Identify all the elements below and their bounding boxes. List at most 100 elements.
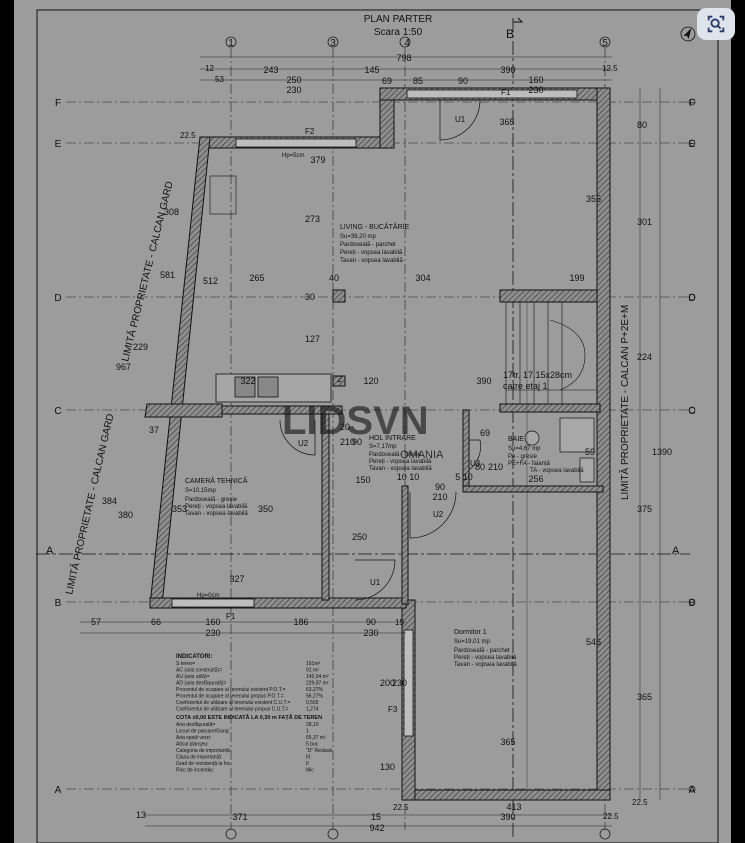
indicator-value: III bbox=[306, 755, 310, 761]
indicator-value: 1,274 bbox=[306, 707, 319, 713]
dormitor-room-name: Dormitor 1 bbox=[454, 629, 487, 636]
grid-row-E-right: E bbox=[689, 139, 696, 150]
dim-i-90: 90 bbox=[352, 437, 362, 447]
dim-bot-22-5-left: 22.5 bbox=[393, 803, 409, 812]
dim-bot-13: 13 bbox=[136, 810, 146, 820]
baie-room-ceiling: TA - vopsea lavabilă bbox=[530, 468, 584, 474]
dim-i-90b: 90 bbox=[435, 482, 445, 492]
dim-r-224: 224 bbox=[637, 352, 652, 362]
indicator-label: S teren= bbox=[176, 661, 195, 667]
dim-l-37: 37 bbox=[149, 425, 159, 435]
indicator-value: 56,27% bbox=[306, 694, 324, 700]
baie-room-floor: PA - gresie bbox=[508, 454, 538, 460]
baie-room-name: BAIE bbox=[508, 436, 524, 443]
dim-l-308: 308 bbox=[164, 207, 179, 217]
dim-i-512: 512 bbox=[203, 276, 218, 286]
dim-top-250: 250 bbox=[286, 75, 301, 85]
dim-i-322: 322 bbox=[240, 376, 255, 386]
kitchen-counter bbox=[215, 373, 332, 403]
dim-i-130: 130 bbox=[380, 762, 395, 772]
watermark-sub: OMANIA bbox=[400, 449, 444, 461]
section-arrow-b-icon bbox=[513, 17, 524, 23]
dim-b-57: 57 bbox=[91, 617, 101, 627]
window-f3-label: F3 bbox=[388, 705, 398, 714]
door-u1-top-label: U1 bbox=[455, 115, 466, 124]
camera-room-ceiling: Tavan - vopsea lavabilă bbox=[185, 511, 248, 517]
window-f1-bottom-label: F1 bbox=[226, 612, 236, 621]
dim-b-66: 66 bbox=[151, 617, 161, 627]
grid-bubbles bbox=[225, 36, 696, 840]
living-room-walls: Pereți - vopsea lavabilă bbox=[340, 250, 403, 256]
dim-l-22-5: 22.5 bbox=[180, 131, 196, 140]
indicator-value: 63,27% bbox=[306, 687, 324, 693]
hp-top-label: Hp=5cm bbox=[282, 153, 305, 159]
indicator-label: Locuri de parcare/Garaj: bbox=[176, 729, 230, 735]
door-u1-bottom-label: U1 bbox=[370, 578, 381, 587]
door-u2-left-label: U2 bbox=[298, 439, 309, 448]
dim-i-355: 355 bbox=[586, 194, 601, 204]
dim-i-10-10: 10 10 bbox=[397, 472, 420, 482]
indicator-label: AD (aria desfășurată)= bbox=[176, 681, 227, 687]
watermark: LIDSVN bbox=[282, 399, 429, 443]
dim-bot-390: 390 bbox=[500, 812, 515, 822]
living-room-ceiling: Tavan - vopsea lavabilă bbox=[340, 258, 403, 264]
indicator-label: AC (aria construită)= bbox=[176, 668, 222, 674]
dim-l-380: 380 bbox=[118, 510, 133, 520]
grid-col-4: 4 bbox=[404, 38, 410, 49]
indicator-label: Aria spații verzi: bbox=[176, 735, 211, 741]
living-room-floor: Pardoseală - parchet bbox=[340, 242, 396, 248]
dim-i-2: 2 bbox=[337, 374, 342, 384]
dim-i-353: 353 bbox=[172, 504, 187, 514]
baie-room-area: Su=4,67 mp bbox=[508, 446, 541, 452]
zoom-button[interactable] bbox=[697, 8, 735, 40]
indicator-value: "D" Redusă bbox=[306, 748, 332, 754]
section-label-a-right: A bbox=[672, 545, 680, 557]
dim-bot-413: 413 bbox=[506, 802, 521, 812]
indicator-label: Categoria de importanță: bbox=[176, 748, 231, 754]
dim-l-967: 967 bbox=[116, 362, 131, 372]
indicator-label: Aria desfășurată= bbox=[176, 722, 215, 728]
camera-room-floor: Pardoseală - gresie bbox=[185, 497, 238, 503]
dim-top-160: 160 bbox=[528, 75, 543, 85]
dim-top-85: 85 bbox=[413, 76, 423, 86]
indicator-value: II bbox=[306, 761, 309, 767]
dim-top-12: 12 bbox=[205, 64, 214, 73]
dim-i-365: 365 bbox=[499, 117, 514, 127]
dim-i-210a: 210 bbox=[340, 437, 355, 447]
dim-i-250: 250 bbox=[352, 532, 367, 542]
indicator-label: Procentul de ocupare al terenului existe… bbox=[176, 687, 286, 693]
grid-row-A-left: A bbox=[55, 785, 62, 796]
dim-i-127: 127 bbox=[305, 334, 320, 344]
dim-i-80: 80 bbox=[475, 462, 485, 472]
section-label-a-left: A bbox=[46, 545, 54, 557]
stairs bbox=[505, 301, 598, 405]
dim-i-150: 150 bbox=[355, 475, 370, 485]
dim-r-1390: 1390 bbox=[652, 447, 672, 457]
dim-b-186: 186 bbox=[293, 617, 308, 627]
baie-room-walls: PE+FA - faianță bbox=[508, 461, 551, 467]
dim-r-80: 80 bbox=[637, 120, 647, 130]
living-room-name: LIVING - BUCĂTĂRIE bbox=[340, 222, 410, 231]
sheet-frame bbox=[36, 9, 719, 843]
dim-i-210c: 210 bbox=[432, 492, 447, 502]
dim-i-20: 20 bbox=[340, 422, 350, 432]
limit-right: LIMITĂ PROPRIETATE - CALCAN P+2E+M bbox=[618, 305, 631, 500]
north-arrow-icon bbox=[680, 26, 696, 42]
dormitor-room-walls: Pereți - vopsea lavabilă bbox=[454, 655, 517, 661]
indicator-value: 145,04 m² bbox=[306, 674, 329, 680]
dormitor-room-floor: Pardoseală - parchet bbox=[454, 648, 510, 654]
door-swings bbox=[279, 99, 481, 601]
indicator-label: Grad de rezistență la foc: bbox=[176, 761, 232, 767]
indicators-title: INDICATORI: bbox=[176, 654, 212, 660]
dim-bot-22-5-right: 22.5 bbox=[603, 812, 619, 821]
dim-top-230a: 230 bbox=[286, 85, 301, 95]
dim-i-40: 40 bbox=[329, 273, 339, 283]
dim-i-350: 350 bbox=[258, 504, 273, 514]
dim-i-304: 304 bbox=[415, 273, 430, 283]
indicator-label: Procentul de ocupare al terenului propus… bbox=[176, 694, 284, 700]
dim-top-145: 145 bbox=[364, 65, 379, 75]
dim-i-30: 30 bbox=[305, 292, 315, 302]
dim-l-384: 384 bbox=[102, 496, 117, 506]
dim-i-69: 69 bbox=[480, 428, 490, 438]
